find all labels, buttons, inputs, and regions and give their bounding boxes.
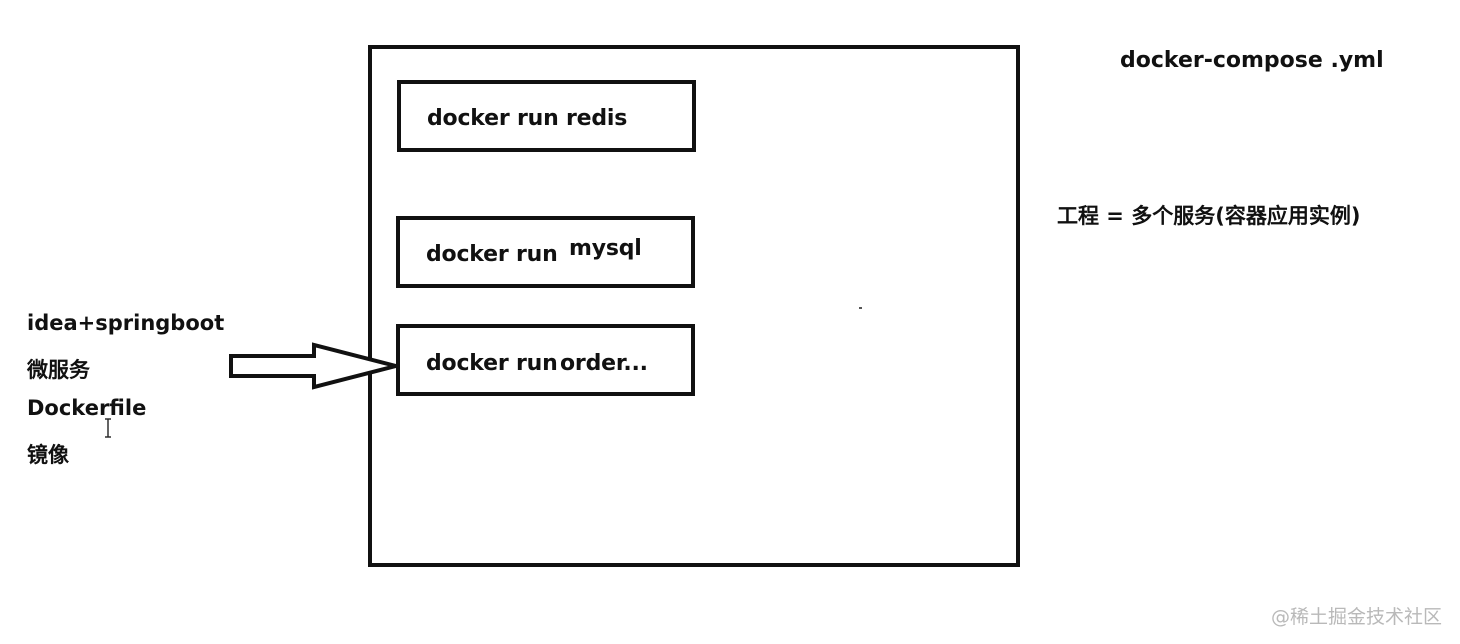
project-container-box xyxy=(368,45,1020,567)
service-label-redis: docker run redis xyxy=(427,106,628,131)
service-box-order xyxy=(396,324,695,396)
step-label-microservice: 微服务 xyxy=(27,358,90,382)
service-label-mysql-prefix: docker run xyxy=(426,242,558,267)
service-label-order-name: order... xyxy=(560,351,648,376)
step-label-idea-springboot: idea+springboot xyxy=(27,311,225,335)
service-label-mysql-name: mysql xyxy=(569,236,642,261)
compose-file-title: docker-compose .yml xyxy=(1120,48,1384,73)
right-arrow-icon xyxy=(229,342,397,390)
watermark: @稀土掘金技术社区 xyxy=(1270,606,1442,628)
project-equation: 工程 = 多个服务(容器应用实例) xyxy=(1057,204,1361,228)
service-box-redis xyxy=(397,80,696,152)
stray-dot xyxy=(859,307,862,309)
service-label-order-prefix: docker run xyxy=(426,351,558,376)
step-label-dockerfile: Dockerfile xyxy=(27,396,147,420)
step-label-image: 镜像 xyxy=(27,443,69,467)
text-cursor-icon xyxy=(105,418,111,438)
service-box-mysql xyxy=(396,216,695,288)
